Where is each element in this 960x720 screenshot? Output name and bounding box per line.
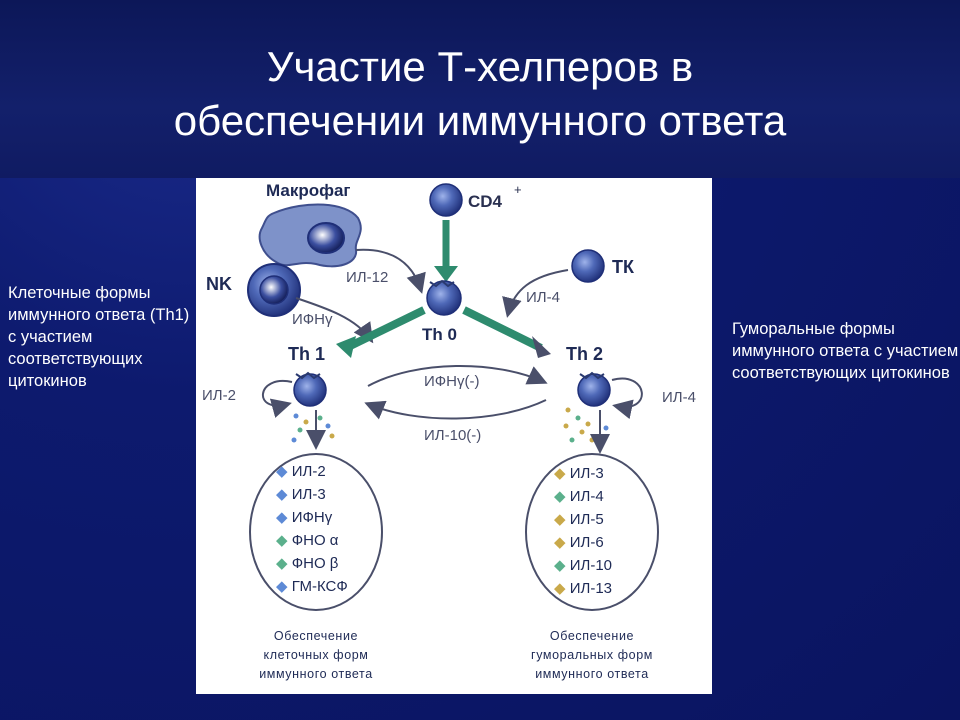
th2-label: Th 2 (566, 344, 603, 364)
macrophage-label: Макрофаг (266, 181, 351, 200)
svg-text:◆ ИЛ-4: ◆ ИЛ-4 (554, 488, 604, 505)
nk-to-th1-arrow (295, 297, 374, 344)
diagram-svg: Макрофаг CD4 + NK ТК Th 0 ИЛ-12 ИФНγ ИЛ-… (202, 181, 696, 681)
th1-arrowhead (336, 336, 356, 358)
th2-product: ИЛ-10 (570, 557, 612, 574)
nk-label: NK (206, 274, 232, 294)
il2-loop-label: ИЛ-2 (202, 387, 236, 404)
th2-autocrine-loop (611, 377, 643, 420)
cd4-cell (429, 183, 463, 217)
th1-label: Th 1 (288, 344, 325, 364)
th1-caption-line: Обеспечение (274, 629, 358, 643)
title-band (0, 0, 960, 178)
th2-cell (577, 373, 611, 407)
svg-text:◆ ИЛ-2: ◆ ИЛ-2 (276, 463, 326, 480)
th1-products-ellipse (249, 453, 383, 611)
svg-text:◆ ИЛ-5: ◆ ИЛ-5 (554, 511, 604, 528)
right-caption: Гуморальные формы иммунного ответа с уча… (732, 320, 959, 382)
th2-caption-line: гуморальных форм (531, 648, 653, 662)
svg-text:◆ ФНО β: ◆ ФНО β (276, 555, 339, 572)
th1-receptors (295, 371, 321, 380)
ifn-left-label: ИФНγ (292, 311, 333, 328)
nk-nucleus (259, 275, 289, 305)
cd4-label: CD4 (468, 192, 503, 211)
th2-caption-line: Обеспечение (550, 629, 634, 643)
svg-text:◆ ИЛ-10: ◆ ИЛ-10 (554, 557, 612, 574)
macrophage-to-th0-arrow (355, 248, 426, 294)
th2-arrowhead (532, 336, 551, 358)
th0-to-th2-arrow (462, 306, 543, 352)
svg-text:◆ ИЛ-3: ◆ ИЛ-3 (276, 486, 326, 503)
th2-to-th1-inhibition (364, 399, 547, 420)
diagram-panel: Макрофаг CD4 + NK ТК Th 0 ИЛ-12 ИФНγ ИЛ-… (196, 178, 712, 694)
slide-title: Участие Т-хелперов в обеспечении иммунно… (0, 40, 960, 148)
cd4-superscript: + (514, 182, 522, 197)
th1-to-th2-inhibition (367, 365, 548, 387)
th1-caption: Обеспечение клеточных форм иммунного отв… (259, 629, 373, 681)
il12-label: ИЛ-12 (346, 269, 388, 286)
th1-product: ФНО β (292, 555, 339, 572)
tk-cell (571, 249, 605, 283)
th1-caption-line: иммунного ответа (259, 667, 373, 681)
cd4-arrowhead (434, 266, 458, 282)
svg-text:◆ ФНО α: ◆ ФНО α (276, 532, 339, 549)
th2-product: ИЛ-13 (570, 580, 612, 597)
th2-receptors (579, 371, 605, 380)
svg-text:◆ ИЛ-6: ◆ ИЛ-6 (554, 534, 604, 551)
il4-tk-label: ИЛ-4 (526, 289, 560, 306)
th0-to-th1-arrow (344, 306, 426, 352)
th0-label: Th 0 (422, 325, 457, 344)
th1-products-list: ◆ ИЛ-2 ◆ ИЛ-3 ◆ ИФНγ ◆ ФНО α ◆ ФНО β ◆ Г… (276, 463, 348, 595)
svg-text:◆ ИЛ-3: ◆ ИЛ-3 (554, 465, 604, 482)
th0-cell (426, 280, 462, 316)
th1-autocrine-loop (261, 379, 293, 418)
th2-products-list: ◆ ИЛ-3 ◆ ИЛ-4 ◆ ИЛ-5 ◆ ИЛ-6 ◆ ИЛ-10 ◆ ИЛ… (554, 465, 612, 597)
th2-secretion-dots (563, 407, 609, 443)
th1-product: ИЛ-3 (292, 486, 326, 503)
svg-text:◆ ГМ-КСФ: ◆ ГМ-КСФ (276, 578, 348, 595)
title-line-2: обеспечении иммунного ответа (173, 97, 787, 144)
title-line-1: Участие Т-хелперов в (266, 43, 694, 90)
th1-product: ИФНγ (292, 509, 333, 526)
th2-product: ИЛ-5 (570, 511, 604, 528)
il10-cross-label: ИЛ-10(-) (424, 427, 481, 444)
svg-text:◆ ИЛ-13: ◆ ИЛ-13 (554, 580, 612, 597)
th1-product: ГМ-КСФ (292, 578, 348, 595)
svg-text:◆ ИФНγ: ◆ ИФНγ (276, 509, 333, 526)
th1-caption-line: клеточных форм (263, 648, 368, 662)
tk-label: ТК (612, 257, 635, 277)
th2-caption-line: иммунного ответа (535, 667, 649, 681)
th1-product: ИЛ-2 (292, 463, 326, 480)
th2-product: ИЛ-4 (570, 488, 604, 505)
th1-product: ФНО α (292, 532, 339, 549)
th2-products-ellipse (525, 453, 659, 611)
macrophage-cell (258, 203, 362, 268)
tk-to-th2-arrow (502, 269, 569, 318)
th2-caption: Обеспечение гуморальных форм иммунного о… (531, 629, 653, 681)
th0-receptors (429, 279, 455, 288)
left-caption: Клеточные формы иммунного ответа (Th1) с… (8, 284, 190, 390)
il4-loop-label: ИЛ-4 (662, 389, 696, 406)
th2-product: ИЛ-6 (570, 534, 604, 551)
ifn-cross-label: ИФНγ(-) (424, 373, 480, 390)
th1-secretion-dots (291, 413, 335, 443)
th1-cell (293, 373, 327, 407)
th2-product: ИЛ-3 (570, 465, 604, 482)
